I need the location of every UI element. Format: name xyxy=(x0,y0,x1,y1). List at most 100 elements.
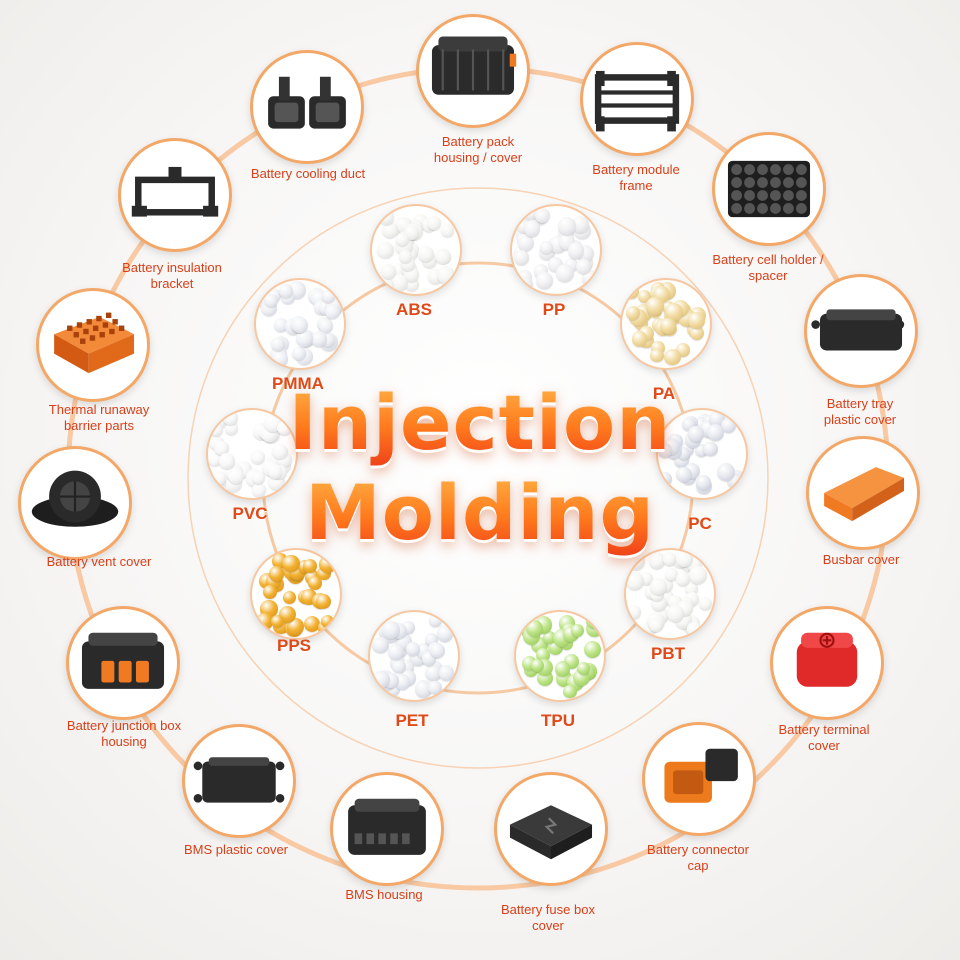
product-circle xyxy=(330,772,444,886)
product-label: Busbar cover xyxy=(822,552,900,567)
pellet xyxy=(576,258,592,274)
pellet xyxy=(381,263,397,279)
pellet xyxy=(274,318,288,332)
material-label: PP xyxy=(542,300,566,319)
pellet xyxy=(659,317,677,335)
insulation-bracket-icon xyxy=(131,166,219,217)
pellet xyxy=(320,614,335,629)
product-circle xyxy=(642,722,756,836)
pellet xyxy=(377,241,394,259)
pellet xyxy=(626,605,641,620)
pellet xyxy=(429,613,443,627)
pellet xyxy=(518,234,535,252)
pellet xyxy=(438,665,454,681)
junction-box-icon xyxy=(81,632,165,689)
pellet xyxy=(658,443,673,458)
pellet xyxy=(534,207,551,224)
pellet xyxy=(514,250,529,265)
pellet xyxy=(436,625,453,642)
pellet xyxy=(695,474,711,491)
pellet xyxy=(307,575,322,590)
pellet xyxy=(699,596,713,610)
pellet xyxy=(324,303,341,320)
pellet xyxy=(430,642,446,658)
pellet xyxy=(650,577,668,595)
pellet xyxy=(382,620,401,639)
fuse-box-cover-icon xyxy=(509,805,593,860)
product-label: Battery junction box housing xyxy=(66,718,182,749)
pellet xyxy=(292,346,306,361)
thermal-barrier-icon xyxy=(54,312,135,374)
pellet xyxy=(435,248,451,264)
title-line-2: Molding xyxy=(230,470,730,556)
pellet xyxy=(277,421,292,436)
pellet xyxy=(291,316,309,334)
pellet xyxy=(283,590,297,604)
pellet xyxy=(517,276,533,292)
pellet xyxy=(381,222,398,239)
pellet xyxy=(626,572,644,590)
pellet xyxy=(372,670,391,689)
product-circle xyxy=(804,274,918,388)
pellet xyxy=(664,567,679,582)
pellet xyxy=(406,642,421,657)
pellet xyxy=(558,216,577,235)
pellet xyxy=(296,330,313,347)
pellet xyxy=(703,441,718,457)
pellet xyxy=(563,684,577,699)
pellet xyxy=(316,594,332,610)
pellet xyxy=(227,467,244,485)
product-label: Battery insulation bracket xyxy=(122,260,222,291)
pellet xyxy=(675,571,690,586)
pellet xyxy=(676,551,693,568)
pellet xyxy=(279,284,294,299)
pellet xyxy=(212,471,227,485)
product-label: Battery cooling duct xyxy=(250,166,366,181)
pellet xyxy=(425,664,442,682)
pellet xyxy=(272,443,289,460)
pellet xyxy=(260,600,278,618)
pellet xyxy=(378,209,394,225)
pellet xyxy=(585,612,603,629)
battery-pack-housing-icon xyxy=(431,36,517,95)
material-label: PBT xyxy=(651,644,685,663)
pellet xyxy=(720,417,737,434)
pellet xyxy=(576,661,591,676)
material-label: ABS xyxy=(396,300,432,319)
pellet xyxy=(256,613,273,630)
product-circle xyxy=(36,288,150,402)
product-label: Battery connector cap xyxy=(647,842,749,873)
pellet xyxy=(209,422,223,437)
pellet xyxy=(556,264,575,283)
pellet xyxy=(663,348,681,366)
product-label: Battery pack housing / cover xyxy=(433,134,523,165)
material-label: TPU xyxy=(541,711,575,730)
pellet xyxy=(687,312,705,329)
pellet xyxy=(319,556,336,573)
pellet xyxy=(536,272,553,290)
pellet xyxy=(524,220,541,237)
product-label: BMS housing xyxy=(345,887,423,902)
pellet xyxy=(525,620,543,638)
pellet xyxy=(208,453,222,467)
pellet-circle xyxy=(624,548,716,640)
pellet xyxy=(570,623,585,638)
pellet xyxy=(686,622,702,637)
pellet xyxy=(319,319,334,333)
pellet xyxy=(676,466,692,483)
product-circle xyxy=(712,132,826,246)
pellet xyxy=(392,659,406,674)
material-label: PMMA xyxy=(238,374,358,394)
pellet xyxy=(531,658,545,672)
pellet xyxy=(582,270,598,286)
pellet xyxy=(664,303,683,322)
pellet xyxy=(437,266,455,285)
pellet-circle xyxy=(620,278,712,370)
product-label: Thermal runaway barrier parts xyxy=(48,402,150,433)
pellet xyxy=(554,661,571,677)
pellet xyxy=(282,554,300,573)
vent-cover-icon xyxy=(31,470,119,527)
pellet xyxy=(378,278,394,294)
pellet xyxy=(567,241,585,259)
